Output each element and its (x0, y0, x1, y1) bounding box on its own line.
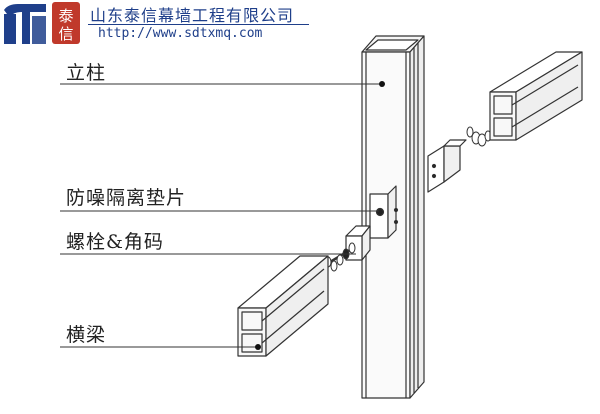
beam-shape (237, 255, 329, 357)
gasket-label: 防噪隔离垫片 (66, 187, 187, 209)
right-angle-bracket (427, 139, 467, 193)
company-name: 山东泰信幕墙工程有限公司 (90, 6, 295, 25)
column-shape (361, 35, 425, 399)
column-leader-dot (379, 81, 385, 87)
beam-leader-dot (255, 344, 261, 350)
bolt-bracket-label: 螺栓&角码 (66, 231, 164, 253)
right-bolt-set (466, 126, 492, 147)
company-t-logo-icon (4, 4, 46, 44)
header-divider (88, 24, 309, 25)
svg-text:信: 信 (58, 25, 73, 43)
header: 泰 信 山东泰信幕墙工程有限公司 http://www.sdtxmq.com (0, 0, 600, 46)
right-beam-shape (489, 51, 583, 141)
gasket-shape (369, 185, 399, 239)
column-label: 立柱 (66, 62, 107, 84)
left-angle-bracket (345, 225, 371, 261)
beam-label: 横梁 (66, 324, 107, 346)
company-seal-icon: 泰 信 (52, 2, 80, 44)
website-url: http://www.sdtxmq.com (98, 26, 263, 41)
seal-text: 泰 (58, 7, 73, 25)
